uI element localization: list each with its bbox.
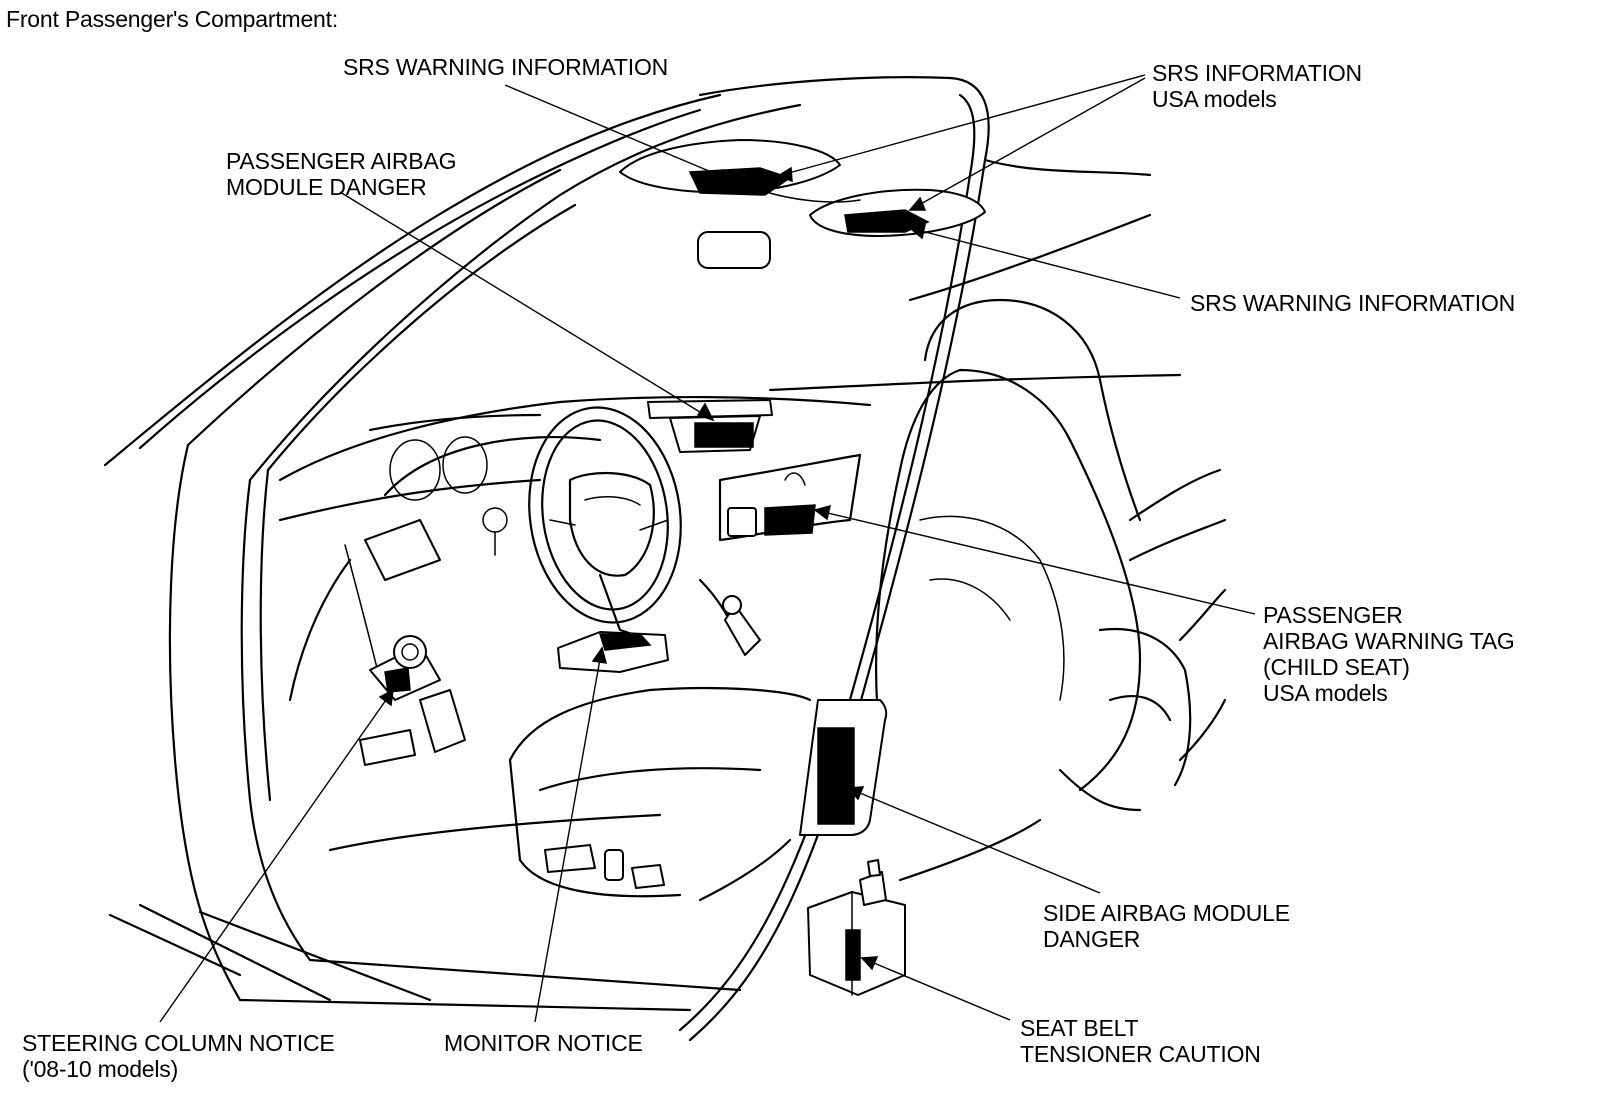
leader-lines — [159, 74, 1256, 1023]
label-steering-column: STEERING COLUMN NOTICE ('08-10 models) — [22, 1030, 335, 1082]
dashboard — [278, 395, 872, 702]
ignition-area — [359, 635, 466, 766]
leader-seat-belt — [861, 957, 1011, 1021]
label-passenger-airbag-danger: PASSENGER AIRBAG MODULE DANGER — [226, 148, 456, 200]
label-passenger-airbag-tag: PASSENGER AIRBAG WARNING TAG (CHILD SEAT… — [1263, 602, 1515, 706]
leader-monitor-notice — [534, 647, 603, 1023]
arrowhead — [908, 224, 926, 240]
arrowhead — [378, 688, 394, 707]
label-line: PASSENGER AIRBAG — [226, 148, 457, 174]
label-line: DANGER — [1043, 926, 1141, 952]
body-outline — [103, 76, 1182, 1042]
arrowhead — [846, 786, 865, 801]
label-side-airbag: SIDE AIRBAG MODULE DANGER — [1043, 900, 1290, 952]
arrowhead — [908, 196, 927, 211]
page-heading: Front Passenger's Compartment: — [6, 6, 339, 32]
label-line: SEAT BELT — [1020, 1015, 1139, 1041]
arrowhead — [716, 168, 737, 183]
arrowhead — [813, 504, 832, 521]
leader-side-airbag — [847, 787, 1101, 894]
label-monitor-notice: MONITOR NOTICE — [444, 1030, 643, 1056]
label-line: SIDE AIRBAG MODULE — [1043, 900, 1290, 926]
label-line: (CHILD SEAT) — [1263, 654, 1410, 680]
label-srs-information: SRS INFORMATION USA models — [1152, 60, 1362, 112]
label-line: USA models — [1152, 86, 1277, 112]
label-line: ('08-10 models) — [22, 1056, 179, 1082]
label-seat-belt: SEAT BELT TENSIONER CAUTION — [1020, 1015, 1261, 1067]
sun-visors — [619, 139, 986, 269]
leader-airbag-tag — [814, 509, 1256, 615]
label-line: MODULE DANGER — [226, 174, 427, 200]
leader-passenger-airbag — [339, 191, 714, 421]
leader-srs-info-2 — [909, 77, 1146, 211]
arrowhead — [591, 646, 608, 664]
label-line: AIRBAG WARNING TAG — [1263, 628, 1515, 654]
label-line: SRS INFORMATION — [1152, 60, 1362, 86]
label-line: PASSENGER — [1263, 602, 1403, 628]
arrowhead — [860, 956, 879, 971]
leader-srs-warning-right — [909, 227, 1181, 299]
arrowhead — [696, 402, 715, 422]
label-line: USA models — [1263, 680, 1388, 706]
label-line: STEERING COLUMN NOTICE — [22, 1030, 335, 1056]
leader-steering-column — [159, 689, 394, 1023]
label-line: TENSIONER CAUTION — [1020, 1041, 1261, 1067]
arrowhead — [776, 166, 793, 183]
leader-srs-warning-top — [504, 84, 736, 183]
label-srs-warning-top: SRS WARNING INFORMATION — [343, 54, 669, 80]
passenger-seat — [508, 298, 1227, 996]
label-srs-warning-right: SRS WARNING INFORMATION — [1190, 290, 1516, 316]
leader-srs-info-1 — [777, 74, 1146, 177]
